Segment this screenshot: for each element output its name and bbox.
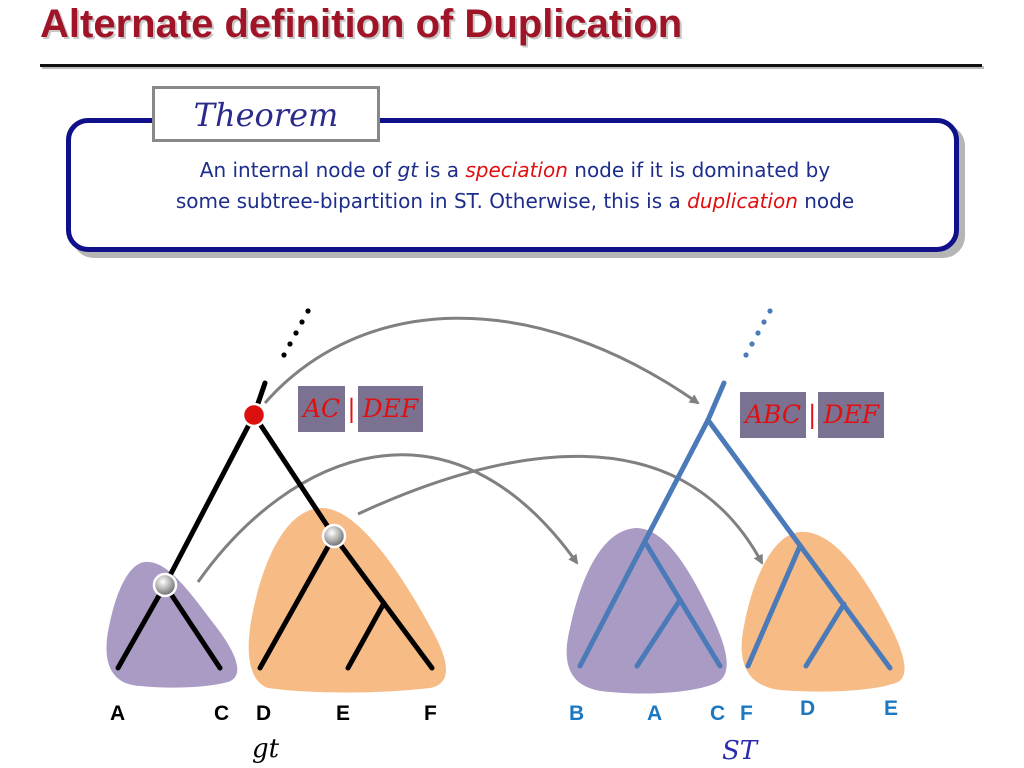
st-edge-to-A — [634, 597, 683, 669]
st-continuation-dots — [743, 308, 773, 358]
st-leaf-label: C — [710, 702, 726, 725]
st-leaf-label: F — [740, 702, 753, 725]
theorem-text-segment: node — [797, 189, 855, 213]
bipartition-separator: | — [347, 394, 356, 423]
gt-edge-to-E — [345, 600, 387, 671]
st-leaf-label: B — [569, 702, 585, 725]
gt-orange-subtree-region — [248, 508, 446, 693]
species-tree-name: ST — [722, 736, 758, 766]
gene-tree-edges — [115, 380, 435, 671]
theorem-gt-term: gt — [397, 158, 419, 182]
mapping-arrow-def-subtree — [357, 454, 764, 565]
bipartition-right: DEF — [357, 386, 424, 432]
st-orange-subtree-region — [741, 531, 905, 692]
st-leaf-label: E — [884, 697, 899, 720]
gt-leaf-label: D — [256, 702, 272, 725]
gt-leaf-label: A — [110, 702, 126, 725]
theorem-text-segment: node if it is dominated by — [567, 158, 831, 182]
gt-edge-right — [251, 412, 337, 539]
st-edge-def-left — [745, 543, 803, 669]
species-tree-edges — [577, 380, 893, 671]
gt-edge-to-D — [257, 533, 337, 671]
gt-leaf-label: F — [424, 702, 437, 725]
gt-speciation-node-ac — [152, 572, 178, 598]
speciation-term: speciation — [465, 158, 568, 182]
bipartition-left: ABC — [740, 392, 807, 438]
bipartition-left: AC — [298, 386, 346, 432]
slide-title: Alternate definition of Duplication — [40, 2, 683, 46]
theorem-text-segment: some subtree-bipartition in ST. Otherwis… — [175, 189, 688, 213]
mapping-arrow-root — [263, 316, 700, 405]
st-leaf-label: D — [800, 697, 816, 720]
theorem-line-2: some subtree-bipartition in ST. Otherwis… — [72, 186, 958, 217]
gt-speciation-node-def — [321, 523, 347, 549]
gene-tree-name: gt — [252, 734, 280, 764]
st-leaf-label: A — [647, 702, 663, 725]
st-edge-root — [705, 380, 727, 423]
gt-edge-to-A — [115, 582, 168, 671]
theorem-text-segment: is a — [418, 158, 466, 182]
title-underline — [40, 64, 982, 67]
bipartition-separator: | — [808, 400, 817, 429]
theorem-line-1: An internal node of gt is a speciation n… — [72, 155, 958, 186]
st-bipartition-label: ABC|DEF — [740, 392, 885, 438]
gt-edge-to-C — [162, 582, 223, 671]
st-purple-subtree-region — [566, 528, 727, 694]
duplication-term: duplication — [687, 189, 798, 213]
bipartition-right: DEF — [818, 392, 885, 438]
gt-leaf-label: C — [214, 702, 230, 725]
theorem-statement: An internal node of gt is a speciation n… — [72, 155, 958, 217]
gt-continuation-dots — [281, 308, 311, 358]
gt-edge-left — [162, 412, 257, 588]
gt-purple-subtree-region — [106, 561, 238, 688]
mapping-arrow-ac-subtree — [196, 453, 579, 583]
gt-bipartition-label: AC|DEF — [298, 386, 424, 432]
st-edge-to-D — [803, 601, 847, 669]
theorem-text-segment: An internal node of — [199, 158, 398, 182]
theorem-heading: Theorem — [152, 86, 380, 142]
st-edge-abc-right — [642, 539, 723, 669]
gt-duplication-node — [241, 402, 267, 428]
gt-leaf-label: E — [336, 702, 351, 725]
